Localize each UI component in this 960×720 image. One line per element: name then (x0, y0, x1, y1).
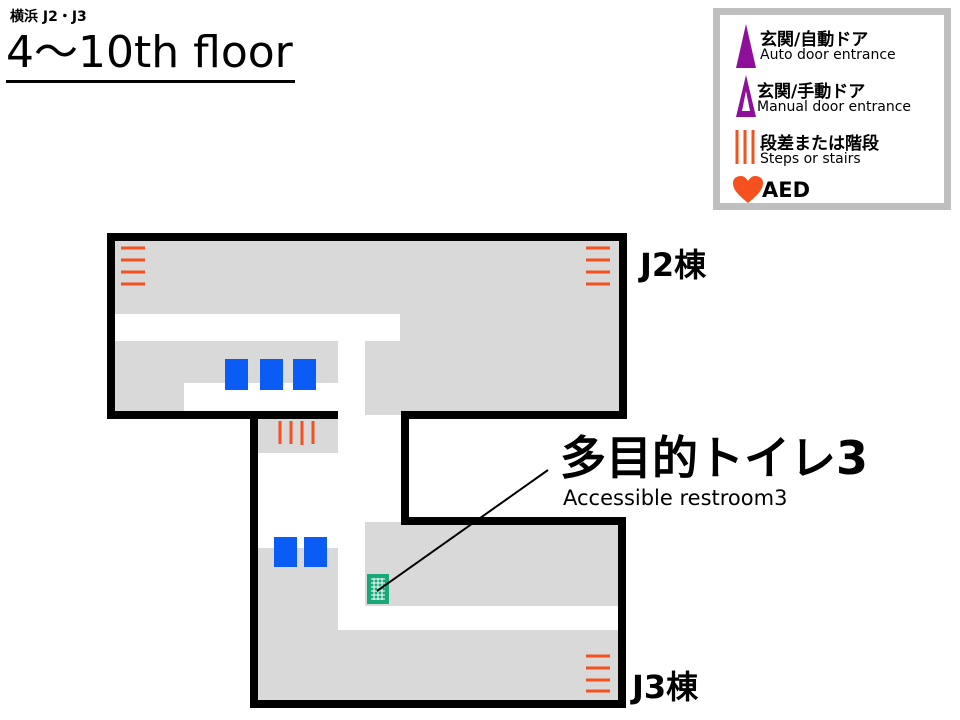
stairs-icon (121, 246, 610, 693)
legend-label-aed: AED (762, 178, 811, 202)
legend-label-jp: 段差または階段 (760, 134, 879, 154)
callout-line (376, 469, 549, 592)
corridors (115, 314, 618, 630)
legend-label-en: Manual door entrance (757, 99, 912, 115)
legend-label-en: Steps or stairs (760, 151, 861, 167)
legend: 玄関/自動ドア Auto door entrance 玄関/手動ドア Manua… (713, 8, 951, 210)
building-subtitle: 横浜 J2・J3 (10, 9, 87, 25)
legend-label-jp: 玄関/手動ドア (757, 82, 866, 102)
heart-icon (733, 176, 763, 203)
auto-door-icon (736, 24, 756, 68)
accessible-restroom-icon[interactable] (367, 574, 389, 604)
legend-label-jp: 玄関/自動ドア (760, 30, 869, 50)
building-label-j3: J3棟 (632, 668, 699, 706)
stairs-icon (735, 130, 755, 164)
toilet-stalls (225, 359, 327, 567)
building-label-j2: J2棟 (640, 246, 707, 284)
walls (107, 233, 627, 708)
legend-label-en: Auto door entrance (760, 47, 896, 63)
page-title: 4〜10th floor (6, 26, 295, 83)
callout-label-jp: 多目的トイレ3 (560, 431, 869, 485)
manual-door-icon (736, 75, 756, 117)
callout-label-en: Accessible restroom3 (563, 486, 788, 510)
